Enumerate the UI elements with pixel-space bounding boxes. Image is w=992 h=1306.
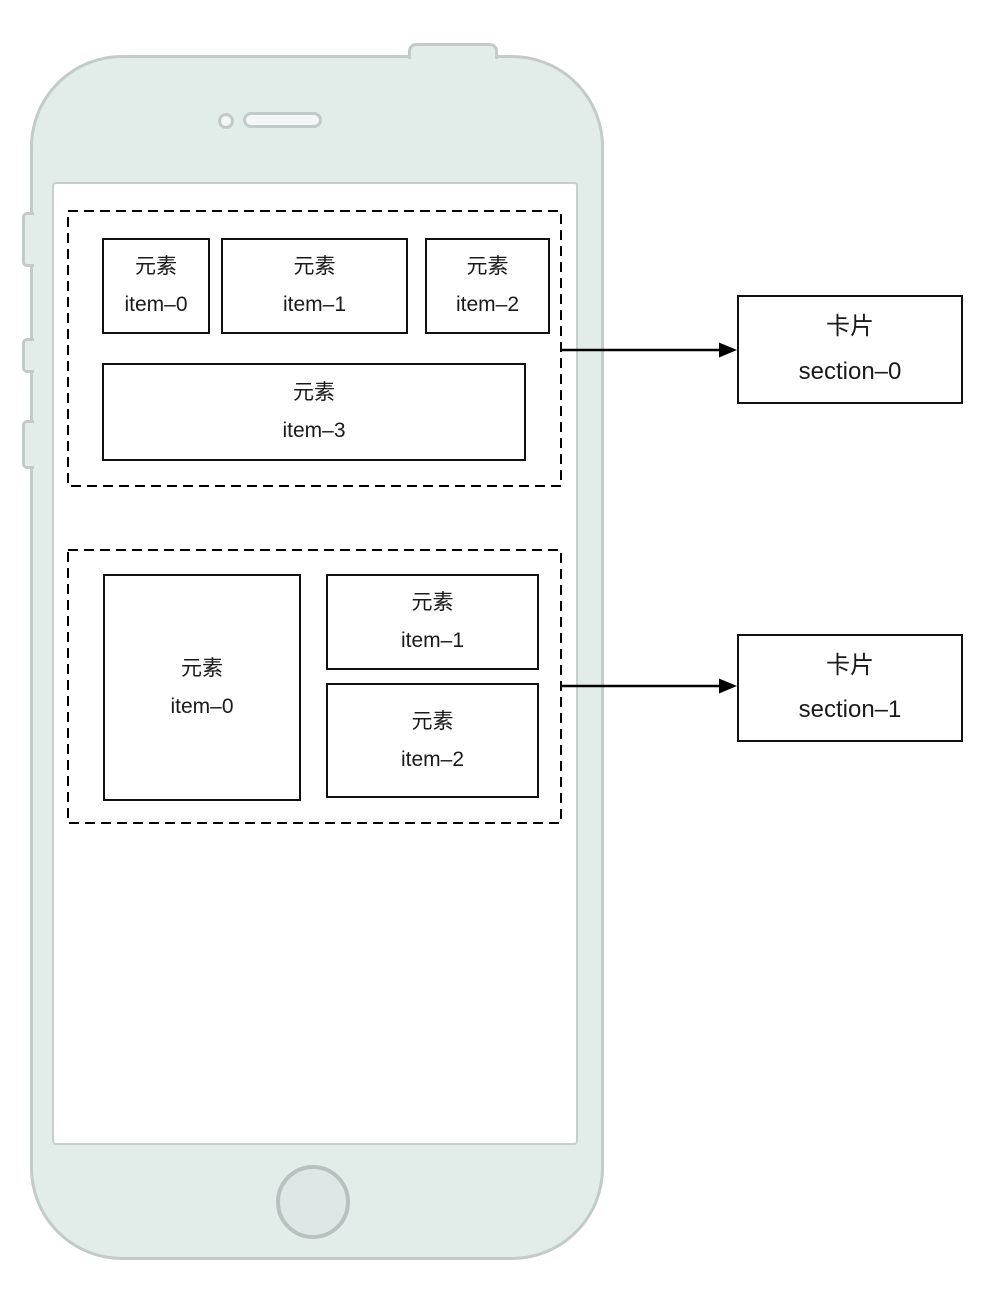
section-0-item-0: 元素 item–0 (102, 238, 210, 334)
item-label-zh: 元素 (293, 255, 336, 279)
card-label-en: section–1 (798, 696, 902, 723)
card-section-1: 卡片 section–1 (737, 634, 963, 742)
card-label-en: section–0 (798, 357, 902, 385)
item-label-zh: 元素 (135, 255, 177, 279)
item-label-en: item–2 (455, 293, 520, 316)
item-label-en: item–0 (170, 694, 234, 718)
section-1-item-1: 元素 item–1 (326, 574, 539, 670)
card-section-0: 卡片 section–0 (737, 295, 963, 404)
card-label-zh: 卡片 (826, 651, 874, 679)
section-1-item-0: 元素 item–0 (103, 574, 301, 801)
section-0-item-1: 元素 item–1 (221, 238, 408, 334)
volume-down-button (22, 420, 34, 469)
item-label-en: item–1 (400, 629, 465, 652)
item-label-en: item–0 (124, 293, 188, 316)
item-label-zh: 元素 (411, 709, 454, 733)
item-label-en: item–2 (400, 747, 465, 771)
front-camera-icon (218, 113, 234, 129)
mute-switch (22, 212, 34, 267)
item-label-zh: 元素 (466, 255, 509, 279)
item-label-zh: 元素 (181, 656, 223, 680)
section-1-item-2: 元素 item–2 (326, 683, 539, 798)
item-label-zh: 元素 (411, 591, 454, 615)
home-button (276, 1165, 350, 1239)
item-label-zh: 元素 (293, 381, 335, 405)
section-0-item-2: 元素 item–2 (425, 238, 550, 334)
item-label-en: item–3 (282, 419, 346, 442)
volume-up-button (22, 338, 34, 373)
power-button (408, 43, 498, 59)
card-label-zh: 卡片 (826, 313, 874, 341)
section-0-item-3: 元素 item–3 (102, 363, 526, 461)
item-label-en: item–1 (282, 293, 347, 316)
earpiece-speaker-icon (243, 112, 322, 128)
